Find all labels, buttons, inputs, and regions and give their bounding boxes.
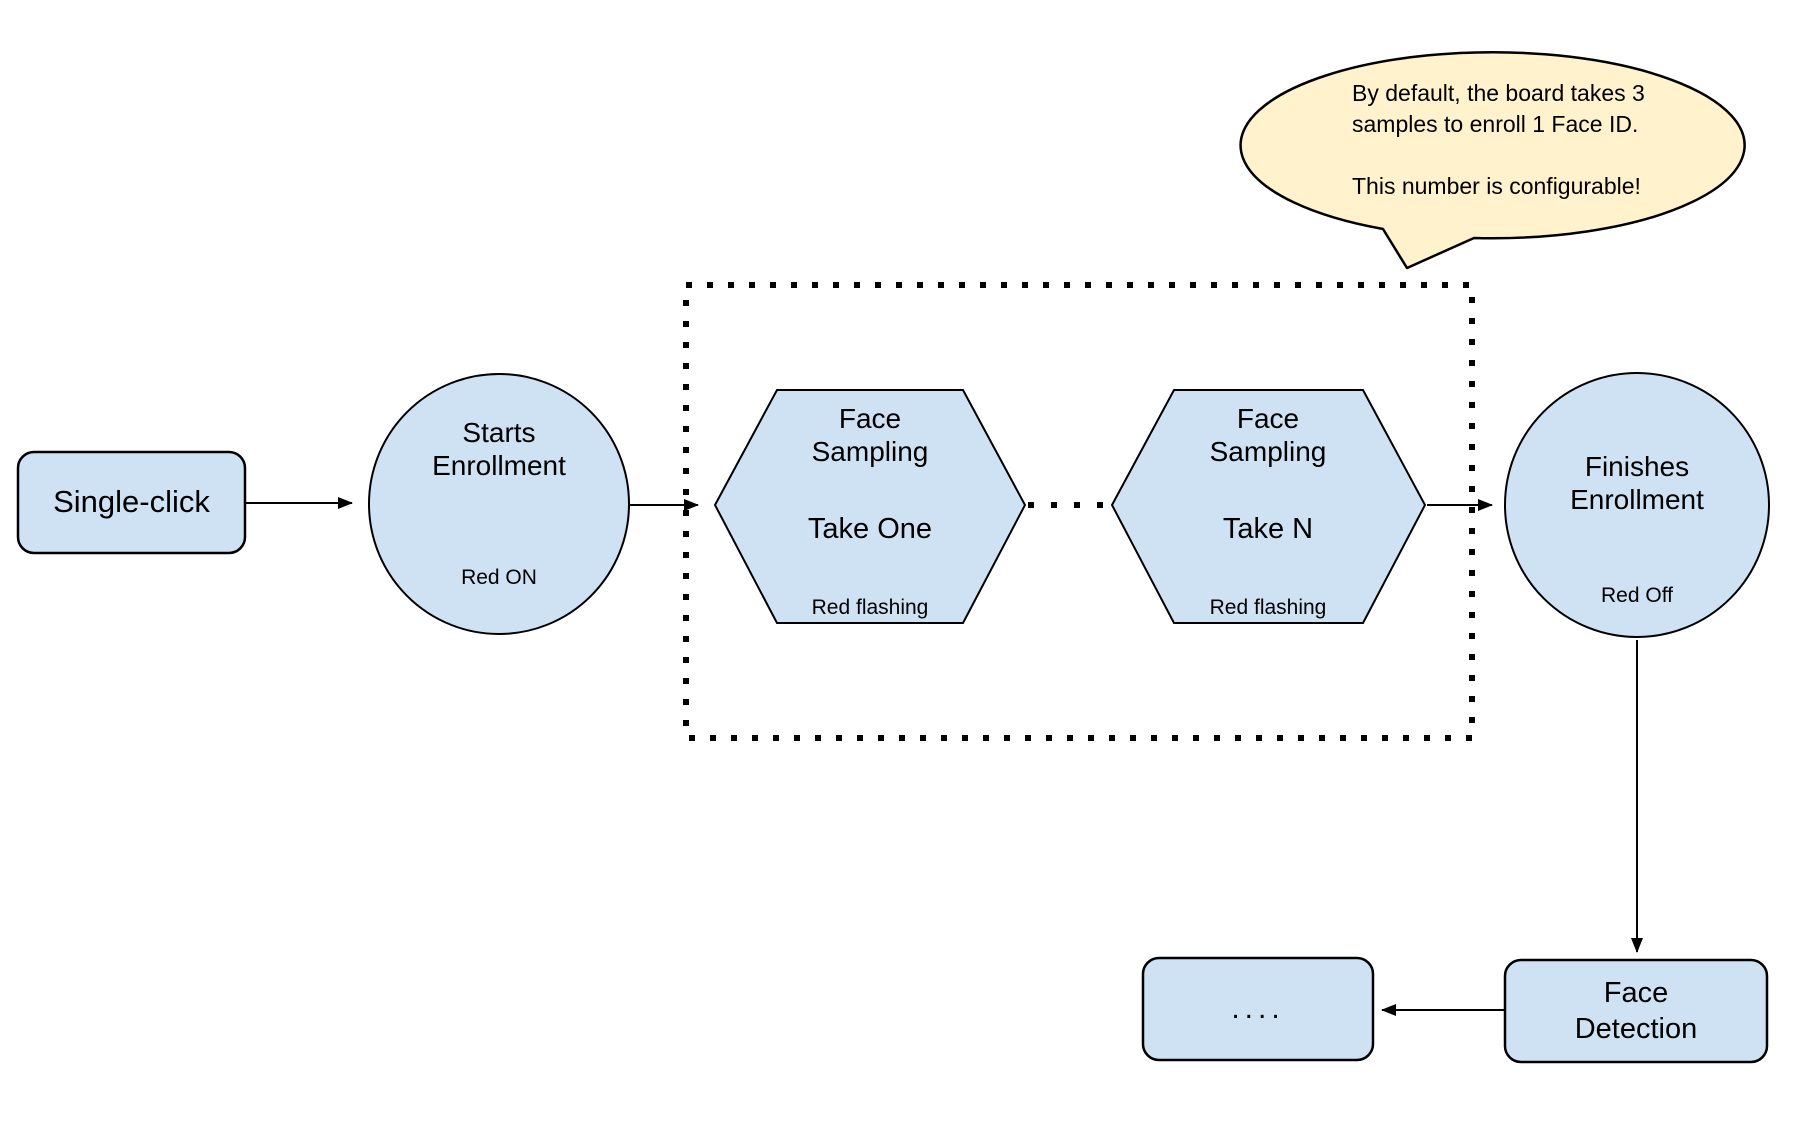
callout-text: By default, the board takes 3 samples to… (1352, 80, 1645, 199)
callout-bubble (1239, 51, 1746, 270)
face-sampling-one-title: Face Sampling (811, 403, 929, 467)
starts-enrollment-status: Red ON (461, 566, 537, 589)
face-sampling-n-hexagon (1110, 389, 1427, 624)
face-sampling-n-status: Red flashing (1209, 596, 1327, 619)
finishes-enrollment-circle (1504, 372, 1770, 638)
starts-enrollment-circle (368, 373, 630, 635)
face-sampling-one-step: Take One (807, 513, 933, 545)
face-detection-box (1503, 958, 1769, 1064)
face-sampling-one-hexagon (713, 389, 1027, 624)
single-click-box (16, 450, 247, 555)
face-detection-label: Face Detection (1574, 977, 1698, 1045)
finishes-enrollment-status: Red Off (1601, 584, 1673, 607)
sampling-group-dotted-border (683, 282, 1475, 741)
continuation-box (1141, 956, 1375, 1062)
continuation-label: .... (1231, 992, 1285, 1026)
starts-enrollment-title: Starts Enrollment (432, 417, 566, 481)
face-sampling-n-step: Take N (1222, 513, 1314, 545)
finishes-enrollment-title: Finishes Enrollment (1570, 451, 1704, 515)
face-sampling-n-title: Face Sampling (1209, 403, 1327, 467)
single-click-label: Single-click (53, 484, 210, 520)
face-sampling-one-status: Red flashing (811, 596, 929, 619)
